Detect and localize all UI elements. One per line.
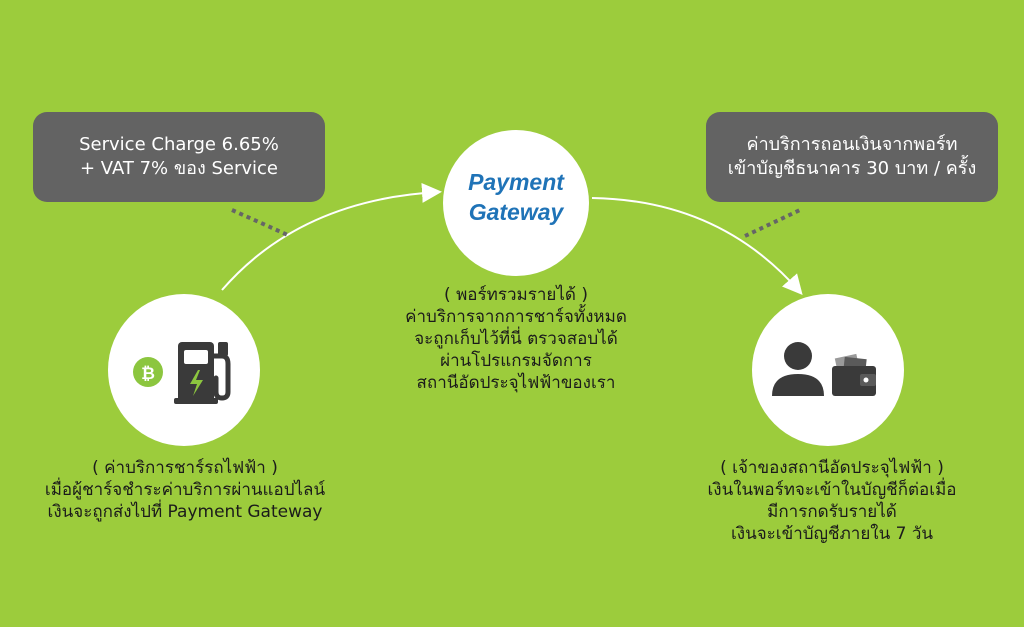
dotted-connector-left [231, 208, 291, 238]
charging-desc-heading: ( ค่าบริการชาร์รถไฟฟ้า ) [92, 458, 278, 478]
gateway-desc-line: สถานีอัดประจุไฟฟ้าของเรา [416, 373, 616, 393]
dotted-connector-right [744, 208, 801, 238]
charger-circle: ₿ [108, 294, 260, 446]
service-charge-box: Service Charge 6.65% + VAT 7% ของ Servic… [33, 112, 325, 202]
charger-icons: ₿ [133, 342, 231, 404]
ev-charger-icon [174, 342, 231, 404]
bitcoin-icon: ₿ [133, 357, 163, 387]
gateway-desc-line: ผ่านโปรแกรมจัดการ [440, 351, 592, 371]
gateway-desc-line: จะถูกเก็บไว้ที่นี่ ตรวจสอบได้ [414, 329, 618, 349]
gateway-desc-heading: ( พอร์ทรวมรายได้ ) [444, 285, 588, 305]
user-icon [772, 342, 824, 396]
withdrawal-fee-line2: เข้าบัญชีธนาคาร 30 บาท / ครั้ง [727, 158, 977, 179]
owner-desc-line: มีการกดรับรายได้ [767, 502, 897, 522]
charging-fee-description: ( ค่าบริการชาร์รถไฟฟ้า ) เมื่อผู้ชาร์จชำ… [20, 457, 350, 523]
arrow-to-owner [591, 197, 803, 296]
charging-desc-line: เงินจะถูกส่งไปที่ Payment Gateway [47, 502, 323, 522]
owner-icons [772, 342, 876, 396]
service-charge-line2: + VAT 7% ของ Service [79, 158, 279, 179]
withdrawal-fee-line1: ค่าบริการถอนเงินจากพอร์ท [746, 134, 958, 155]
owner-circle [752, 294, 904, 446]
wallet-icon [832, 353, 876, 396]
withdrawal-fee-box: ค่าบริการถอนเงินจากพอร์ท เข้าบัญชีธนาคาร… [706, 112, 998, 202]
owner-description: ( เจ้าของสถานีอัดประจุไฟฟ้า ) เงินในพอร์… [672, 457, 992, 545]
arrow-to-gateway [221, 182, 442, 291]
service-charge-line1: Service Charge 6.65% [79, 134, 279, 155]
owner-desc-line: เงินจะเข้าบัญชีภายใน 7 วัน [730, 524, 934, 544]
svg-text:₿: ₿ [141, 364, 155, 384]
gateway-title-line2: Gateway [468, 199, 564, 225]
gateway-desc-line: ค่าบริการจากการชาร์จทั้งหมด [405, 307, 627, 327]
owner-desc-line: เงินในพอร์ทจะเข้าในบัญชีก็ต่อเมื่อ [707, 480, 957, 500]
payment-gateway-circle: Payment Gateway [443, 130, 589, 276]
owner-desc-heading: ( เจ้าของสถานีอัดประจุไฟฟ้า ) [720, 458, 944, 478]
gateway-description: ( พอร์ทรวมรายได้ ) ค่าบริการจากการชาร์จท… [360, 284, 672, 394]
gateway-title-line1: Payment [468, 169, 564, 195]
charging-desc-line: เมื่อผู้ชาร์จชำระค่าบริการผ่านแอปไลน์ [44, 480, 326, 500]
